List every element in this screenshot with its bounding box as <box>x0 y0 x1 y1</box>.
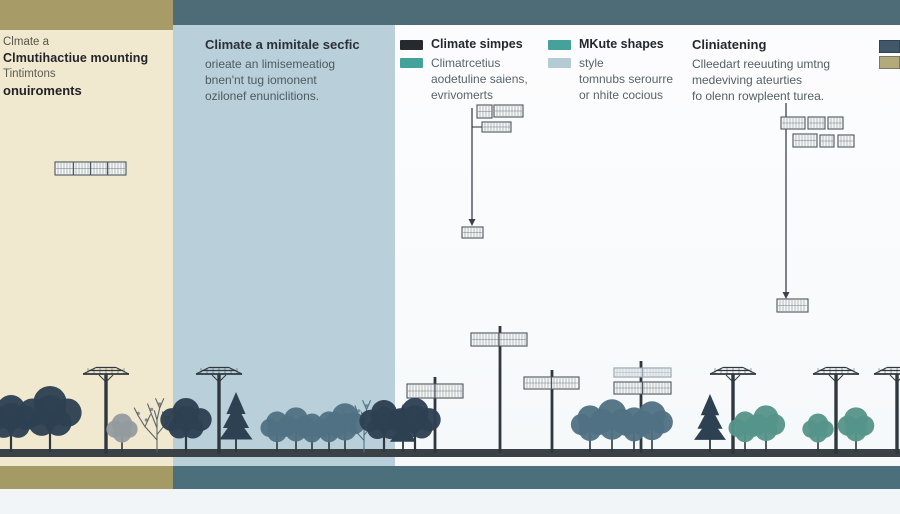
block5-line-2: medeviving ateurties <box>692 73 803 87</box>
block5-line-1: Clleedart reeuuting umtng <box>692 57 831 71</box>
bottom-band-teal <box>173 466 900 489</box>
block2-line-1: orieate an limisemeatiog <box>205 57 336 71</box>
legend-a-item-2-text: Climatrcetius aodetuline saiens, evrivom… <box>431 55 528 103</box>
block1-line-3: Tintimtons <box>3 68 56 80</box>
block5-line-3: fo olenn rowpleent turea. <box>692 89 825 103</box>
block2-line-3: ozilonef enuniclitions. <box>205 89 320 103</box>
legend-a-item-1: Climate simpes <box>400 37 528 51</box>
text-block-5: Cliniatening Clleedart reeuuting umtng m… <box>692 37 830 104</box>
block2-line-2: bnen'nt tug iomonent <box>205 73 317 87</box>
top-strip-khaki <box>0 0 173 30</box>
pale-blue-swatch-icon <box>548 58 571 68</box>
khaki-swatch-icon <box>879 56 900 69</box>
teal-swatch-icon <box>400 58 423 68</box>
block1-line-1: Clmate a <box>3 36 50 48</box>
legend-b-item-2-text: style tomnubs serourre or nhite cocious <box>579 55 673 103</box>
legend-a: Climate simpes Climatrcetius aodetuline … <box>400 37 528 107</box>
legend-b-line-2: tomnubs serourre <box>579 72 674 86</box>
legend-a-line-1: Climatrcetius <box>431 56 501 70</box>
black-swatch-icon <box>400 40 423 50</box>
legend-b-item-2: style tomnubs serourre or nhite cocious <box>548 55 673 103</box>
legend-b-line-1: style <box>579 56 604 70</box>
legend-b-title: MKute shapes <box>579 37 664 51</box>
legend-a-line-3: evrivomerts <box>431 88 494 102</box>
bottom-band-khaki <box>0 466 173 489</box>
legend-a-title: Climate simpes <box>431 37 523 51</box>
text-block-2: Climate a mimitale secfic orieate an lim… <box>205 37 360 104</box>
block5-title: Cliniatening <box>692 37 767 52</box>
legend-a-item-2: Climatrcetius aodetuline saiens, evrivom… <box>400 55 528 103</box>
top-strip-slate <box>173 0 900 25</box>
block1-line-4: onuiroments <box>3 83 82 98</box>
legend-b-item-1: MKute shapes <box>548 37 673 51</box>
teal-swatch-icon <box>548 40 571 50</box>
footer-band <box>0 489 900 514</box>
legend-b: MKute shapes style tomnubs serourre or n… <box>548 37 673 107</box>
block2-title: Climate a mimitale secfic <box>205 37 360 52</box>
ground-line <box>0 449 900 457</box>
block1-line-2: Clmutihactiue mounting <box>3 51 149 65</box>
legend-b-line-3: or nhite cocious <box>579 88 664 102</box>
legend-a-line-2: aodetuline saiens, <box>431 72 528 86</box>
text-block-1: Clmate a Clmutihactiue mounting Tintimto… <box>3 36 148 98</box>
slate-swatch-icon <box>879 40 900 53</box>
